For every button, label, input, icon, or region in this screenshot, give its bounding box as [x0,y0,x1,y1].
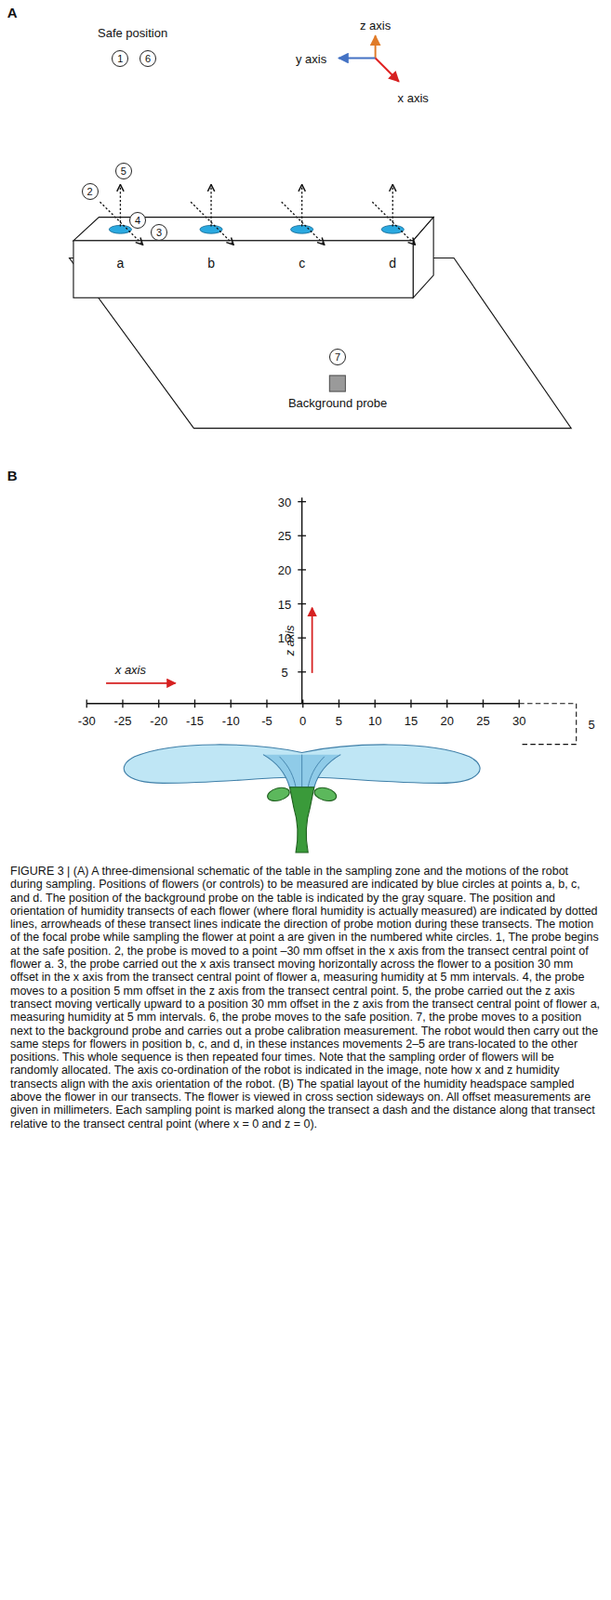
flower-position [199,225,223,234]
step-circle: 2 [81,183,99,200]
flower-illustration [123,744,480,853]
step-number: 6 [145,53,151,65]
axis-label: x axis [398,92,429,105]
tick [158,699,160,708]
z-transect [210,185,212,227]
flower-position [381,225,404,234]
flower-letter: d [388,256,397,270]
tick [338,699,340,708]
y-axis-arrow [338,57,375,60]
tick-label: 15 [278,597,292,611]
tick-label: -5 [261,715,273,728]
tick-label: 5 [280,665,288,678]
panel-label: B [7,468,18,483]
x-transect [371,201,415,245]
tick [297,637,306,638]
step-number: 2 [86,185,93,198]
flower-letter: b [207,256,215,270]
tick-label: 20 [440,715,454,728]
step-circle: 5 [115,162,133,180]
tick [302,699,304,708]
step-number: 4 [134,214,141,226]
step-circle: 1 [111,50,129,67]
tick [265,699,267,708]
step-circle: 3 [150,224,168,241]
tick-label: -30 [78,715,96,728]
tick [410,699,412,708]
tick-label: -15 [185,715,204,728]
flower-letter: c [298,256,306,270]
offset-bracket [518,703,576,745]
tick [230,699,232,708]
tick-label: 30 [278,495,292,508]
safe-position-label: Safe position [97,26,168,40]
offset-label: 5 [588,717,596,731]
probe-square [329,375,346,393]
tick-label: -25 [114,715,133,728]
step-circle: 7 [329,348,346,366]
flower-position [291,225,314,234]
step-number: 5 [120,165,127,177]
tick [297,501,306,503]
step-number: 1 [117,53,123,65]
tick [297,603,306,605]
step-circle: 4 [129,212,147,229]
background-probe: Background probe [288,375,387,411]
step-number: 3 [156,226,162,239]
tick [446,699,448,708]
panel-label: A [7,5,18,20]
figure-caption: FIGURE 3 | (A) A three-dimensional schem… [10,864,602,1131]
flower-letter: a [117,256,125,270]
tick-label: 10 [368,715,382,728]
z-direction-arrow [311,608,314,674]
tick-label: 25 [476,715,490,728]
z-axis-arrow [374,35,377,58]
z-transect-axis [301,497,303,704]
tick-label: -20 [149,715,168,728]
step-number: 7 [334,351,341,363]
axis-label: x axis [115,663,147,676]
axis-label: z axis [283,624,296,656]
x-transect [281,201,325,245]
tick [374,699,376,708]
z-transect [392,185,394,227]
tick [297,535,306,537]
tick [297,671,306,673]
tick-label: 0 [299,715,306,728]
tick [297,569,306,571]
z-transect [301,185,303,227]
bench-side [412,217,434,299]
tick-label: 5 [335,715,343,728]
tick-label: 15 [404,715,418,728]
tick [86,699,88,708]
axis-label: z axis [359,19,391,32]
x-transect [99,201,143,245]
tick [194,699,196,708]
probe-label: Background probe [288,396,387,411]
step-circle: 6 [139,50,157,67]
tick [482,699,484,708]
x-direction-arrow [106,682,176,685]
x-axis-arrow [375,58,399,82]
tick-label: 30 [512,715,526,728]
axis-label: y axis [295,52,327,65]
x-transect [190,201,234,245]
tick-label: 25 [278,530,292,543]
flower-position [108,225,132,234]
bench-front [73,240,413,298]
tick-label: -10 [222,715,240,728]
tick-label: 20 [278,563,292,576]
tick [121,699,123,708]
z-transect [119,185,121,227]
